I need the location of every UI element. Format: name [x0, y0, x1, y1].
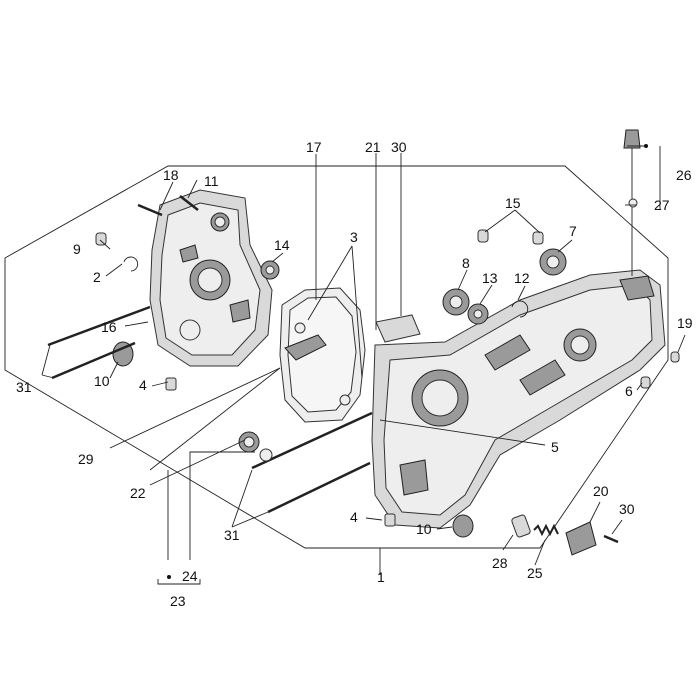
gasket	[279, 287, 366, 423]
bullet-dot-26	[644, 144, 648, 148]
callout-20: 20	[593, 483, 609, 499]
bushing-10a	[112, 341, 134, 367]
callout-2: 2	[93, 269, 101, 285]
bolt-30b	[603, 534, 619, 544]
main-crankcase	[371, 269, 666, 529]
callout-21: 21	[365, 139, 381, 155]
assembly-outline	[4, 165, 669, 549]
callout-22: 22	[130, 485, 146, 501]
callout-31b: 31	[224, 527, 240, 543]
callout-27: 27	[654, 197, 670, 213]
callout-31a: 31	[16, 379, 32, 395]
callout-19: 19	[677, 315, 693, 331]
callout-5: 5	[551, 439, 559, 455]
callout-18: 18	[163, 167, 179, 183]
callout-15: 15	[505, 195, 521, 211]
callout-25: 25	[527, 565, 543, 581]
dipstick	[623, 129, 641, 276]
callout-12: 12	[514, 270, 530, 286]
bushing-10b	[452, 514, 474, 538]
gasket-22	[149, 367, 281, 471]
dowel-19	[670, 351, 680, 363]
spacer-28	[511, 514, 531, 538]
dowel-6	[640, 376, 651, 389]
bearing-7	[539, 248, 567, 276]
callout-7: 7	[569, 223, 577, 239]
studs-31	[47, 305, 373, 514]
pin-4b	[384, 513, 396, 527]
dowel-15b	[532, 231, 544, 245]
bearing-8	[442, 288, 470, 316]
callout-14: 14	[274, 237, 290, 253]
callout-4b: 4	[350, 509, 358, 525]
callout-23: 23	[170, 593, 186, 609]
dowel-9	[95, 232, 107, 246]
callout-4a: 4	[139, 377, 147, 393]
circlip-12	[511, 300, 529, 318]
spring-25	[533, 523, 559, 537]
leader-lines	[41, 145, 686, 585]
bolt-18	[137, 203, 163, 217]
bullet-dot-23	[167, 575, 171, 579]
filter-24	[238, 431, 273, 462]
callout-3: 3	[350, 229, 358, 245]
callout-9: 9	[73, 241, 81, 257]
bolt-11	[179, 195, 199, 211]
bearing-14	[260, 260, 280, 280]
callout-30b: 30	[619, 501, 635, 517]
callout-13: 13	[482, 270, 498, 286]
callout-16: 16	[101, 319, 117, 335]
bracket-21	[375, 314, 421, 343]
callout-labels: 1 2 3 4 4 5 6 7 8 9 10 10 11 12 13 14 15…	[16, 139, 693, 609]
callout-26: 26	[676, 167, 692, 183]
dowel-15a	[477, 229, 489, 243]
callout-24: 24	[182, 568, 198, 584]
callout-17: 17	[306, 139, 322, 155]
callout-6: 6	[625, 383, 633, 399]
left-crankcase-cover	[149, 189, 273, 367]
callout-11: 11	[204, 173, 219, 189]
pin-4a	[165, 377, 177, 391]
callout-30a: 30	[391, 139, 407, 155]
cover-plate-20	[565, 521, 597, 556]
callout-10b: 10	[416, 521, 432, 537]
callout-1: 1	[377, 569, 385, 585]
callout-29: 29	[78, 451, 94, 467]
callout-10a: 10	[94, 373, 110, 389]
bearing-13	[467, 303, 489, 325]
callout-8: 8	[462, 255, 470, 271]
circlip-2	[123, 256, 139, 272]
callout-28: 28	[492, 555, 508, 571]
